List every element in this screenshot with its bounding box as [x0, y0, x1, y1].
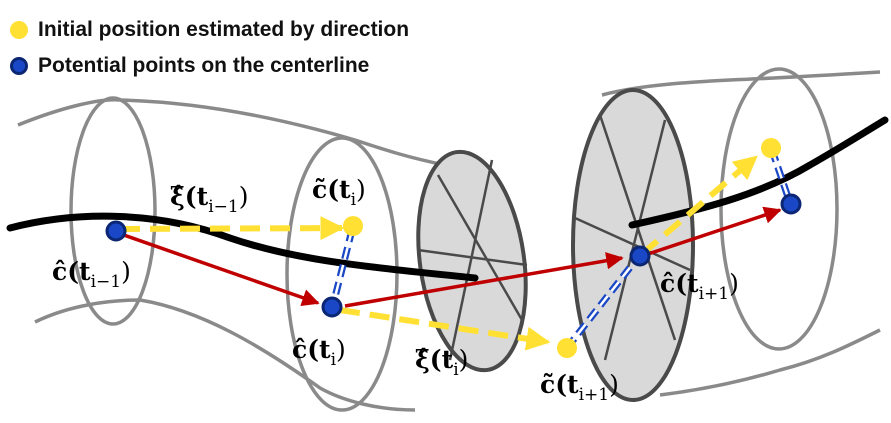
legend-item-initial: Initial position estimated by direction	[10, 12, 409, 48]
right-tube-top-outline	[601, 70, 881, 97]
red-arrow-next-to-far	[641, 206, 782, 258]
legend: Initial position estimated by direction …	[10, 12, 409, 84]
centerline-point-i-minus-1	[105, 220, 127, 242]
gray-disk-left	[416, 149, 528, 373]
yellow-dashed-arrow-3	[640, 154, 758, 257]
initial-point-i	[343, 216, 363, 236]
yellow-dashed-arrow-2	[339, 307, 551, 351]
legend-item-potential: Potential points on the centerline	[10, 48, 409, 84]
cross-section-current	[285, 136, 399, 412]
cross-section-prev	[69, 96, 157, 326]
legend-label-potential: Potential points on the centerline	[38, 54, 370, 77]
yellow-dot-icon	[10, 21, 28, 39]
blue-dot-icon	[10, 57, 28, 75]
yellow-dashed-arrow-1	[119, 216, 345, 241]
right-vessel-segment	[601, 67, 881, 397]
label-c-hat-prev: ĉ(ti−1)	[52, 257, 131, 292]
cross-section-far	[719, 67, 839, 351]
label-c-hat-i: ĉ(ti)	[292, 335, 346, 370]
centerline-left	[6, 212, 479, 282]
left-vessel-segment	[17, 96, 446, 412]
gray-disk-right	[571, 88, 695, 402]
label-xi-prev: ξ̂(ti−1)	[170, 182, 248, 217]
left-tube-bottom-outline	[34, 298, 416, 412]
red-arrow-current-to-next	[344, 252, 624, 308]
label-c-tilde-next: c̃(ti+1)	[540, 370, 619, 405]
correction-lines	[329, 148, 794, 351]
red-arrow-prev-to-current	[117, 231, 320, 307]
centerline-point-far	[780, 193, 802, 215]
centerline-right	[628, 116, 889, 229]
label-c-hat-next: ĉ(ti+1)	[660, 269, 739, 304]
label-xi-i: ξ̂(ti)	[415, 345, 468, 380]
label-c-tilde-i: c̃(ti)	[312, 175, 366, 210]
centerline-point-i-plus-1	[629, 245, 651, 267]
centerline-point-i	[321, 296, 343, 318]
right-tube-bottom-outline	[659, 328, 881, 397]
left-tube-top-outline	[17, 97, 446, 167]
initial-point-i-plus-1	[557, 338, 577, 358]
legend-label-initial: Initial position estimated by direction	[38, 18, 410, 41]
initial-point-far	[761, 138, 781, 158]
